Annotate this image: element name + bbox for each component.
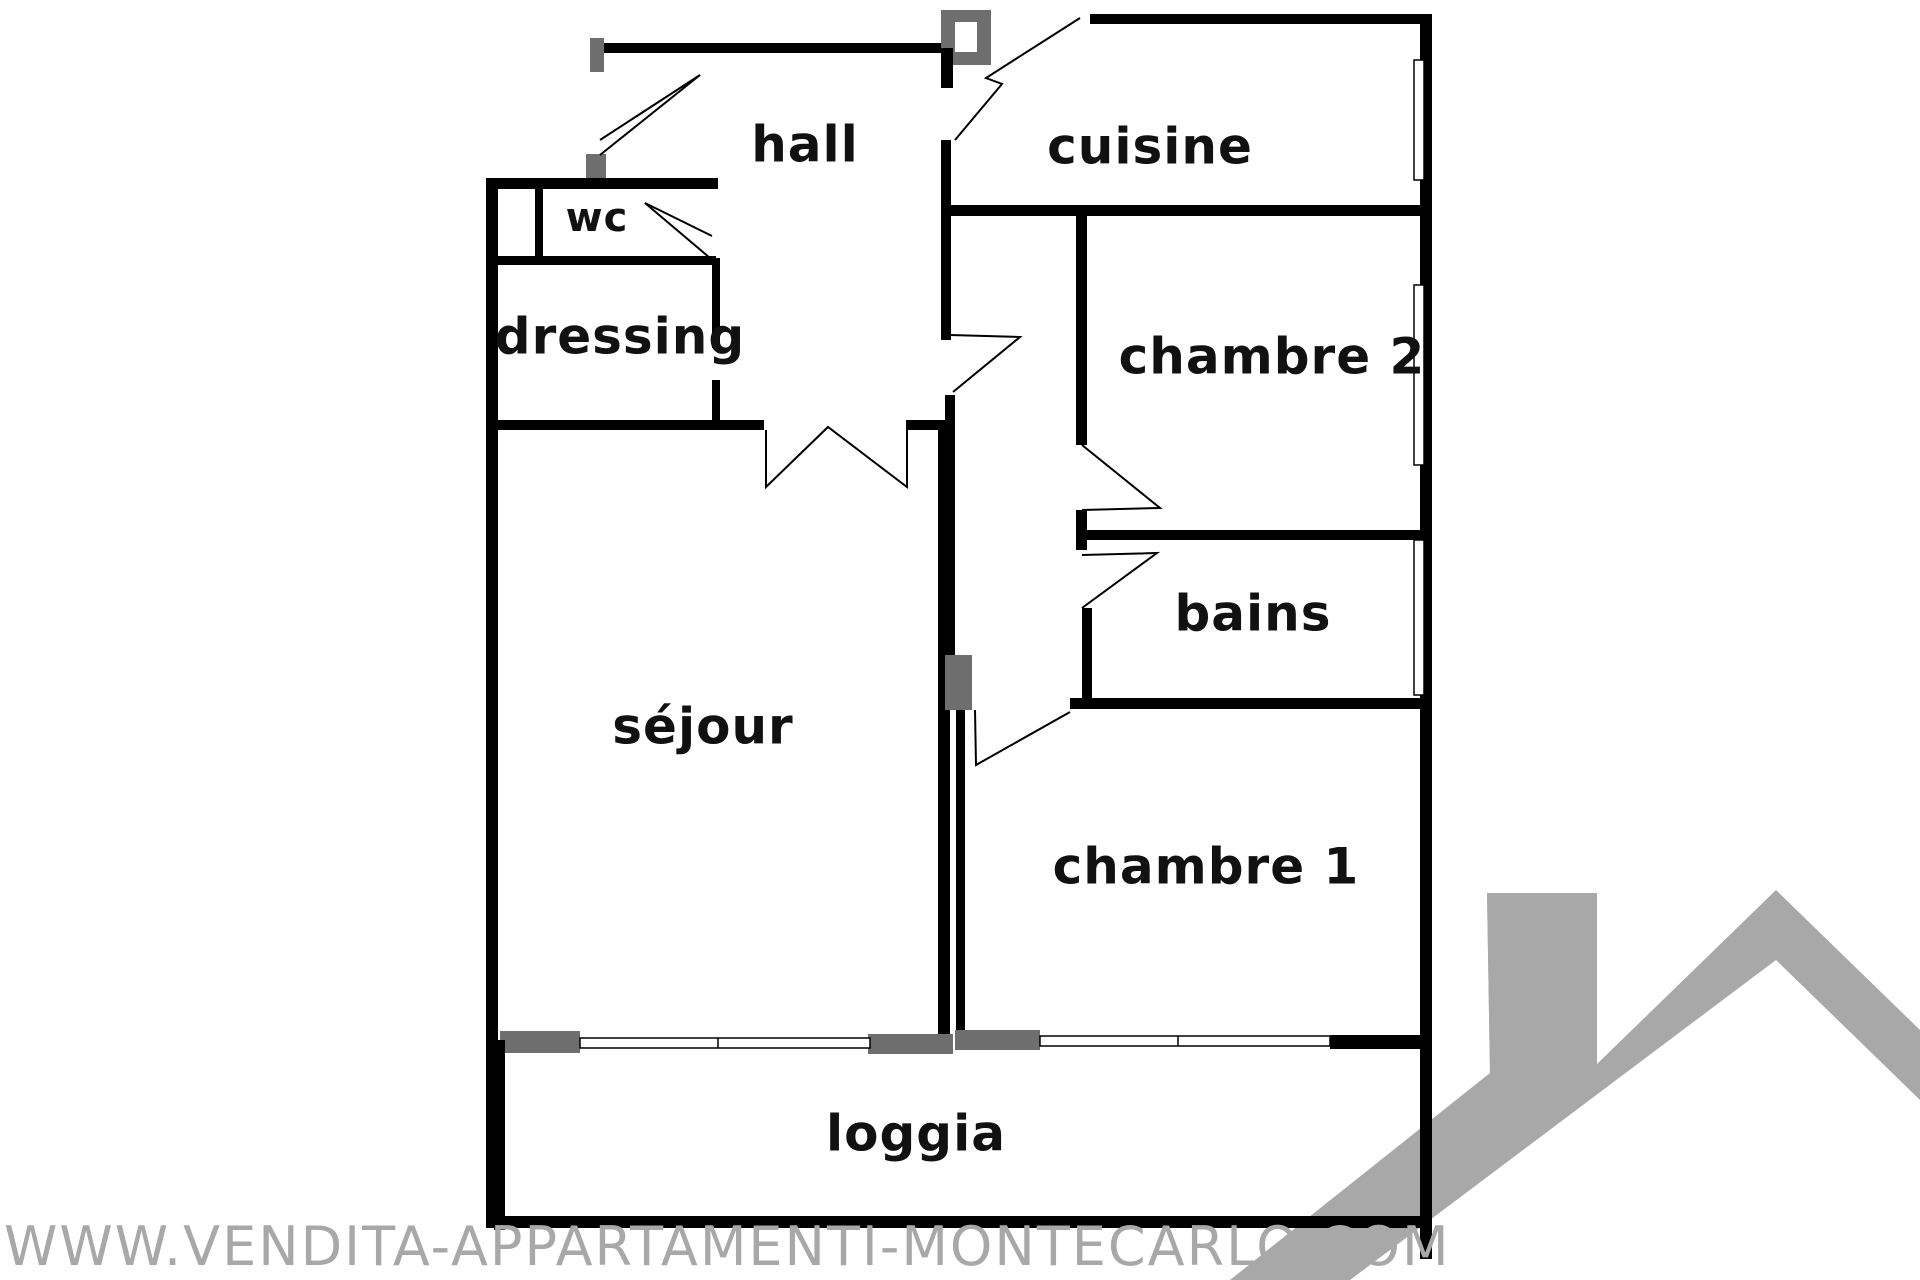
house-logo-icon (1230, 890, 1920, 1280)
windows (579, 59, 1425, 1049)
room-label-cuisine: cuisine (1047, 118, 1253, 176)
room-label-hall: hall (751, 116, 859, 174)
room-label-wc: wc (566, 195, 629, 241)
room-label-loggia: loggia (826, 1105, 1006, 1163)
room-label-chambre-2: chambre 2 (1119, 328, 1426, 386)
room-labels: hall cuisine wc dressing chambre 2 bains… (495, 116, 1426, 1163)
door-swings (599, 17, 1163, 767)
room-label-bains: bains (1174, 585, 1331, 643)
room-label-dressing: dressing (495, 308, 745, 366)
room-label-sejour: séjour (612, 698, 793, 756)
watermark-url: WWW.VENDITA-APPARTAMENTI-MONTECARLO.COM (4, 1215, 1451, 1278)
room-label-chambre-1: chambre 1 (1053, 838, 1360, 896)
